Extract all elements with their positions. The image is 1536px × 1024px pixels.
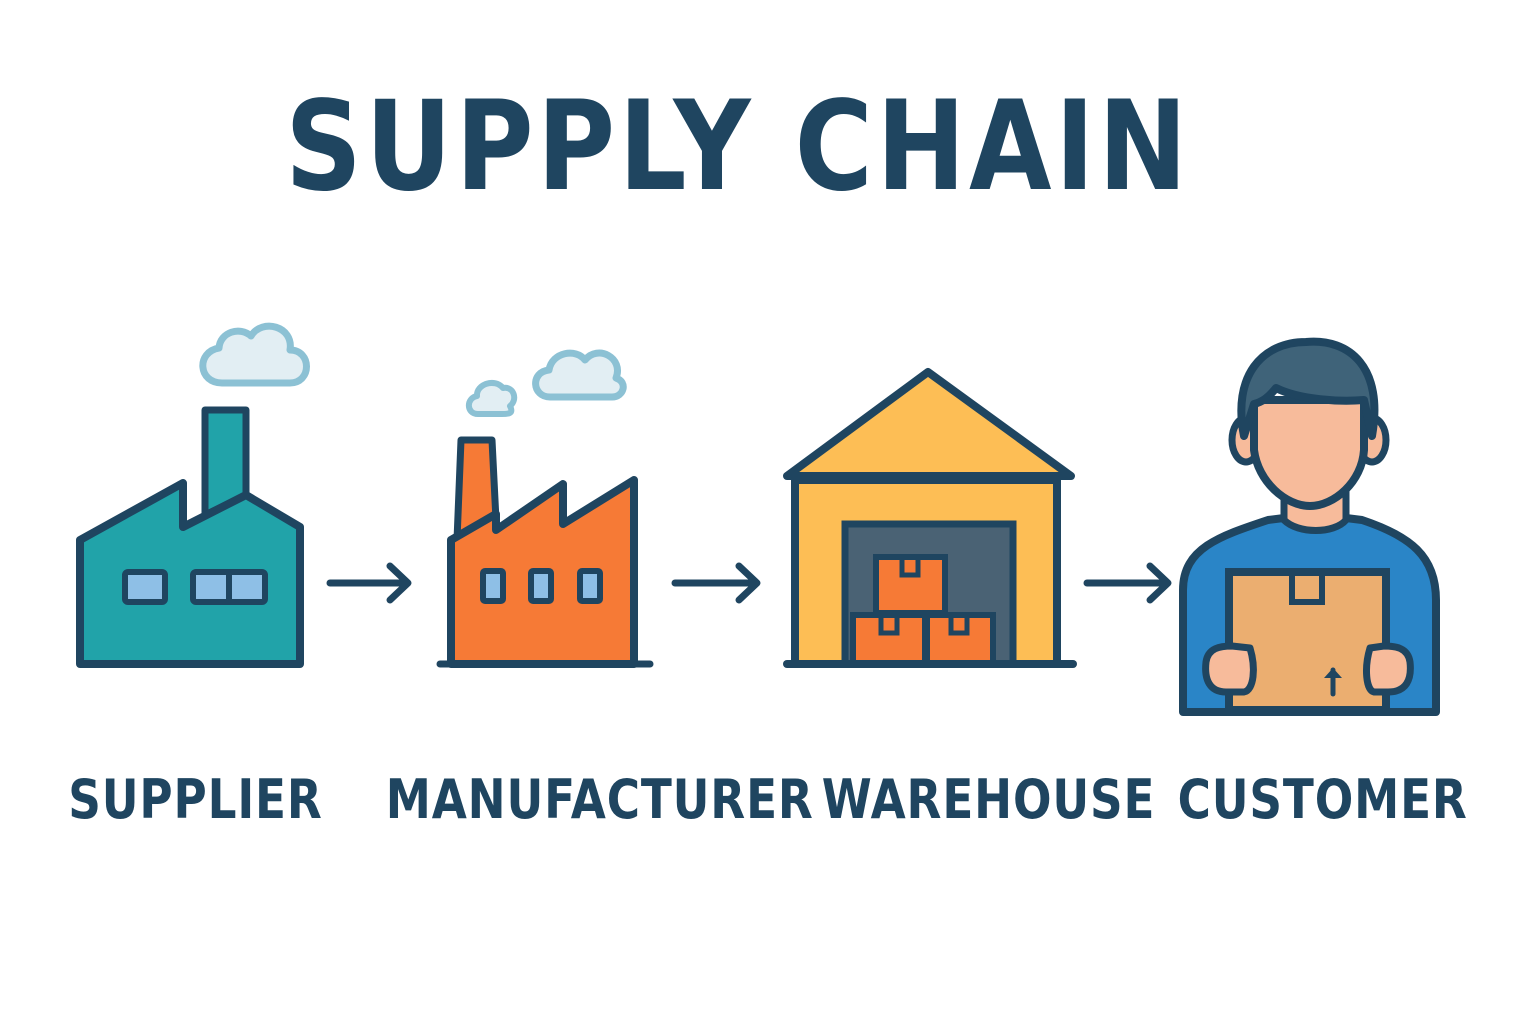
cloud-icon [465,379,518,417]
stage-label-supplier: SUPPLIER [67,768,323,831]
cloud-icon [532,349,627,401]
box-icon [850,612,928,667]
arrow-right-icon [1083,562,1172,604]
manufacturer-factory-icon [436,349,654,668]
arrow-right-icon [326,562,412,604]
warehouse-icon [783,368,1077,668]
supplier-factory-icon [76,322,310,668]
box-icon [924,612,996,667]
stage-label-warehouse: WAREHOUSE [821,768,1156,831]
cloud-icon [199,322,310,387]
stage-label-manufacturer: MANUFACTURER [385,768,814,831]
box-icon [873,554,948,616]
customer-person-icon [1179,337,1440,716]
stage-label-customer: CUSTOMER [1177,768,1468,831]
parcel-box-icon [1225,568,1390,714]
diagram-title: SUPPLY CHAIN [285,75,1191,219]
arrow-right-icon [671,562,761,604]
